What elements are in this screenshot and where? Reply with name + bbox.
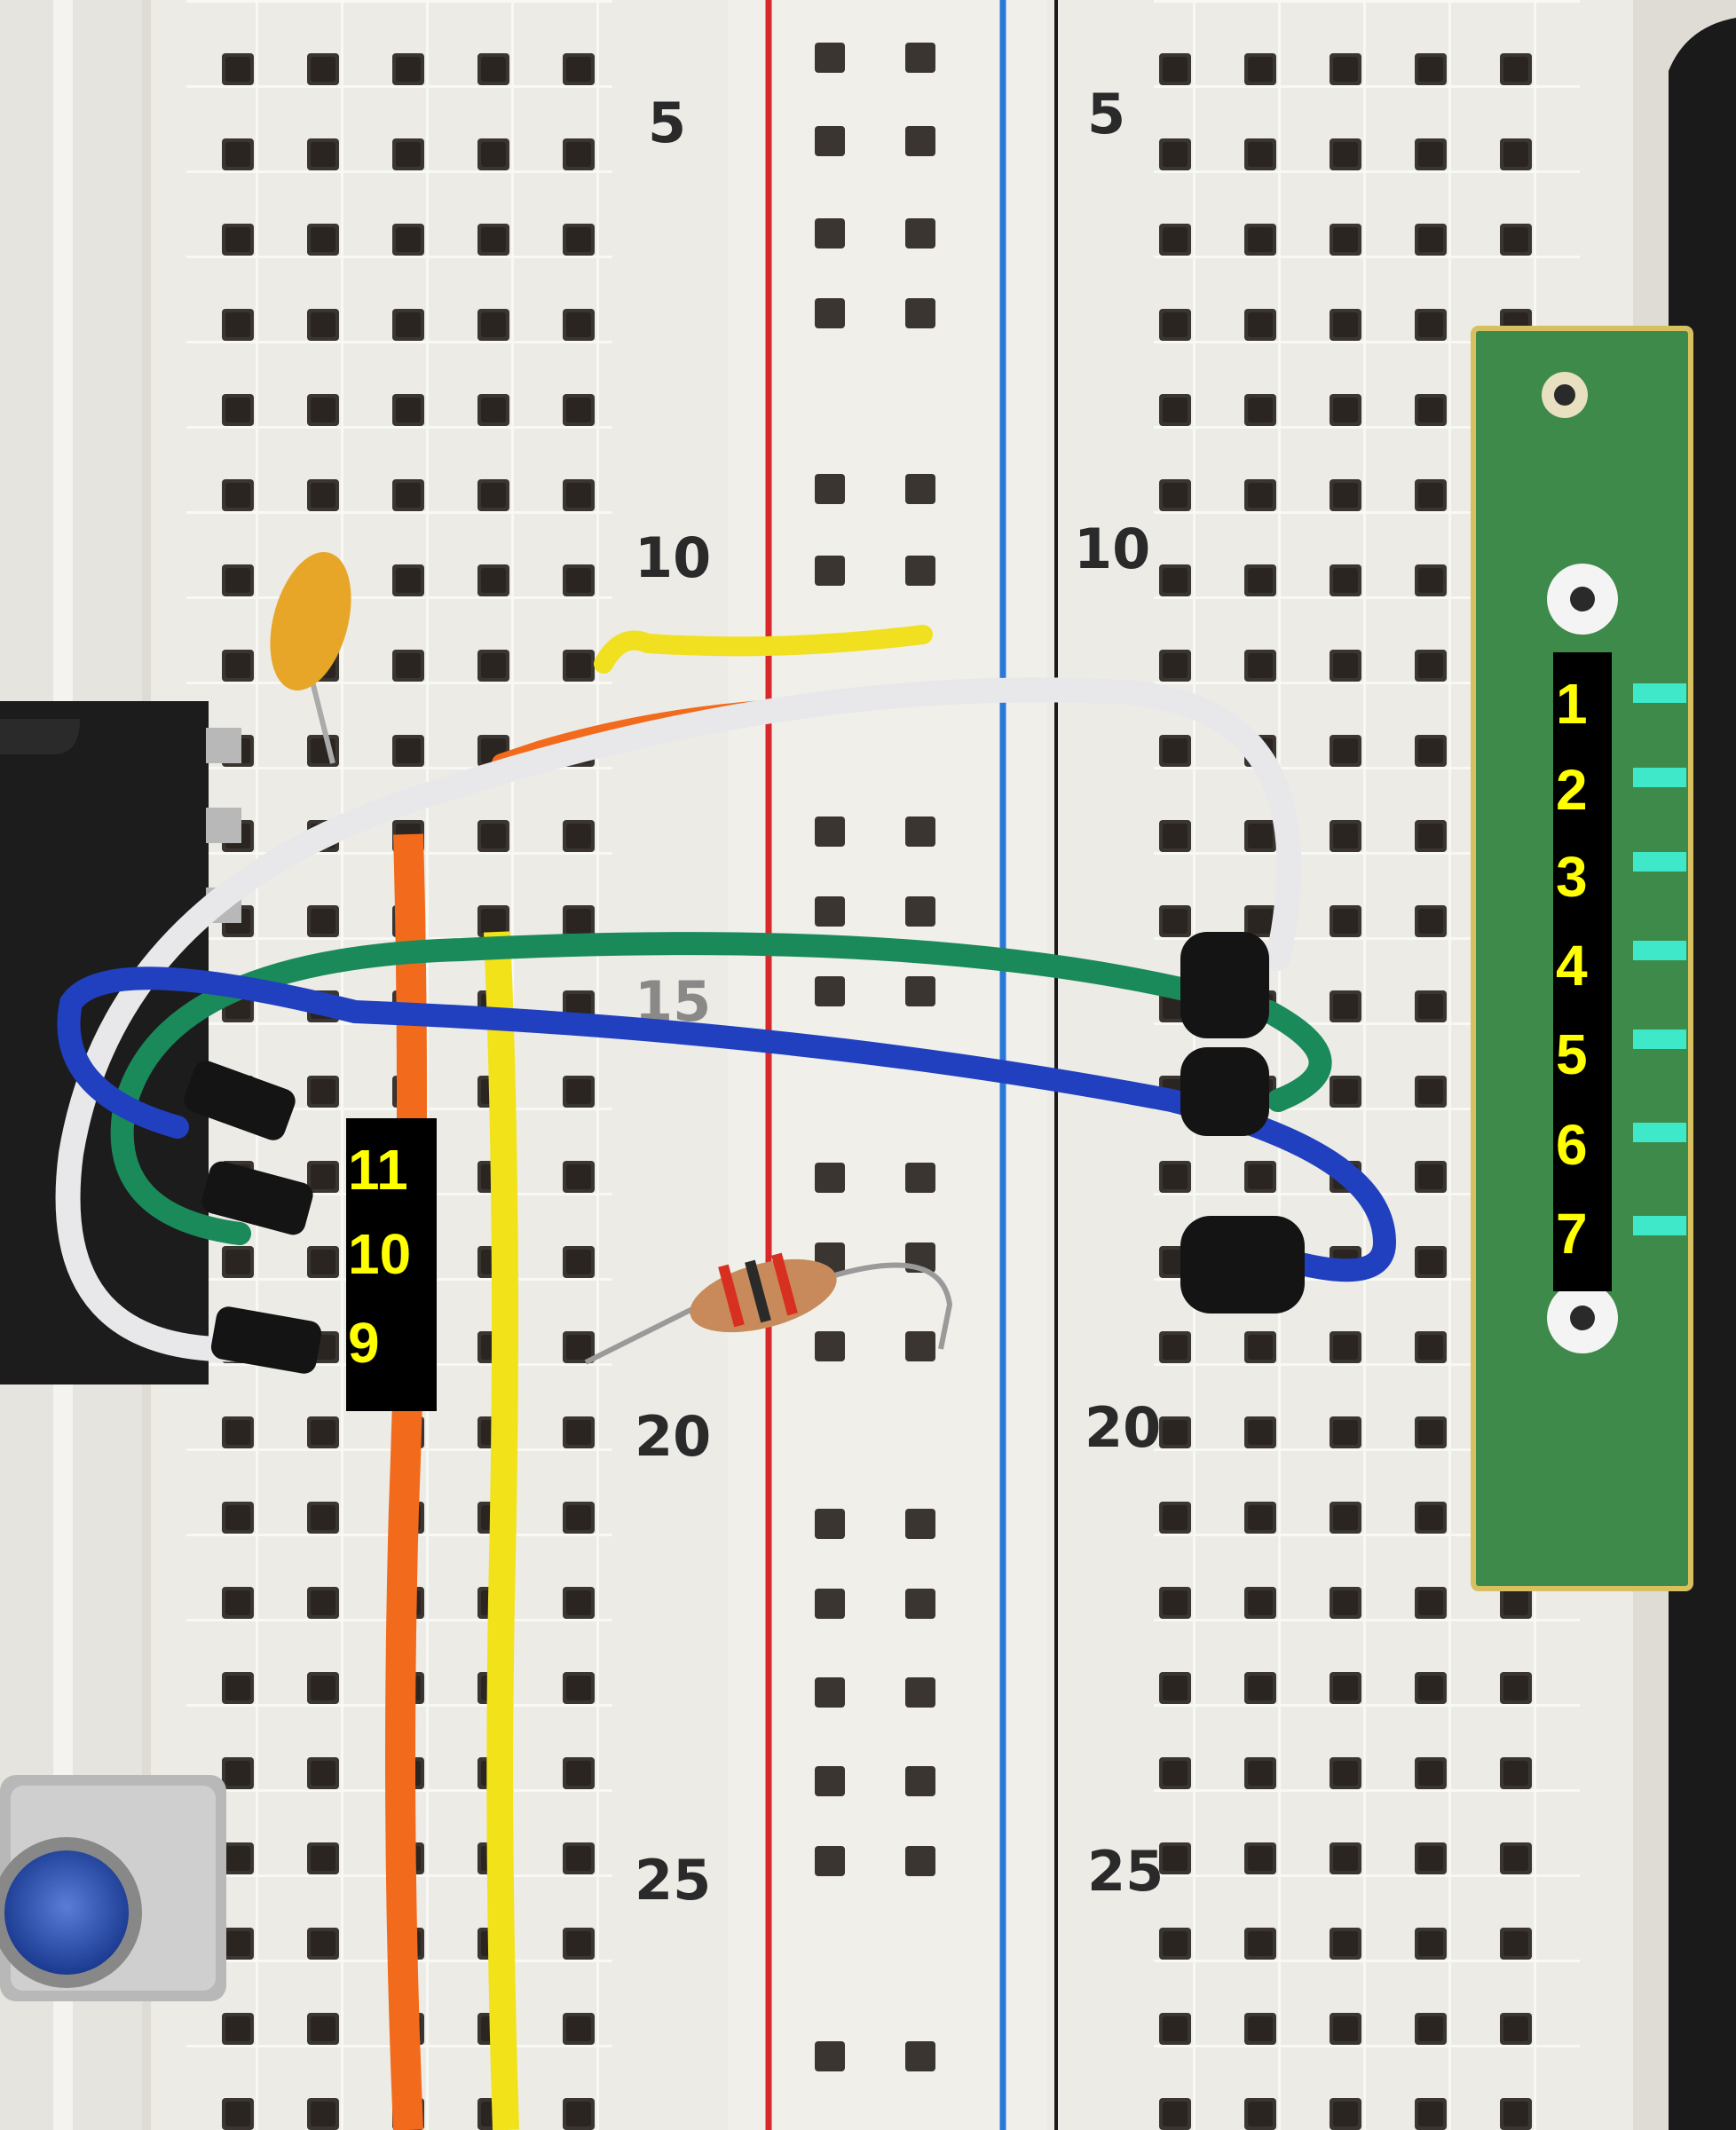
green-wire	[110, 932, 1332, 1245]
row-number-left: 5	[648, 91, 686, 155]
module-pin-label: 4	[1556, 934, 1588, 998]
module-pin-label: 2	[1556, 758, 1588, 822]
yellow-jumper-wire	[594, 625, 933, 674]
ic-pin-label: 9	[348, 1311, 380, 1375]
resistor-icon	[584, 1252, 953, 1365]
row-number-right: 20	[1085, 1395, 1161, 1460]
ic-chip-icon	[0, 701, 241, 1384]
capacitor-icon	[270, 551, 351, 764]
module-pin-label: 7	[1556, 1202, 1588, 1266]
blue-wire	[57, 966, 1397, 1282]
row-number-left: 20	[635, 1404, 711, 1469]
power-rail-holes	[815, 43, 935, 2071]
row-number-right: 10	[1074, 517, 1150, 581]
dupont-connectors-right	[1180, 932, 1305, 1314]
row-number-right: 25	[1087, 1839, 1164, 1904]
ic-pin-label: 11	[348, 1138, 408, 1202]
dupont-connectors-left	[184, 1061, 322, 1374]
module-pin-label: 5	[1556, 1022, 1588, 1086]
module-pin-label: 1	[1556, 672, 1588, 736]
module-pin-label-box	[1553, 652, 1612, 1291]
row-number-right: 5	[1087, 82, 1125, 146]
white-wire	[55, 677, 1302, 1362]
ic-pin-label: 10	[348, 1222, 411, 1286]
push-button-icon[interactable]	[0, 1775, 226, 2001]
yellow-wire	[484, 931, 519, 2130]
ic-pin-label-box	[346, 1118, 437, 1411]
orange-wire	[385, 833, 427, 2130]
module-pin-label: 6	[1556, 1113, 1588, 1177]
row-number-left: 25	[635, 1848, 711, 1913]
row-number-left: 10	[635, 525, 711, 590]
module-pin-label: 3	[1556, 845, 1588, 909]
